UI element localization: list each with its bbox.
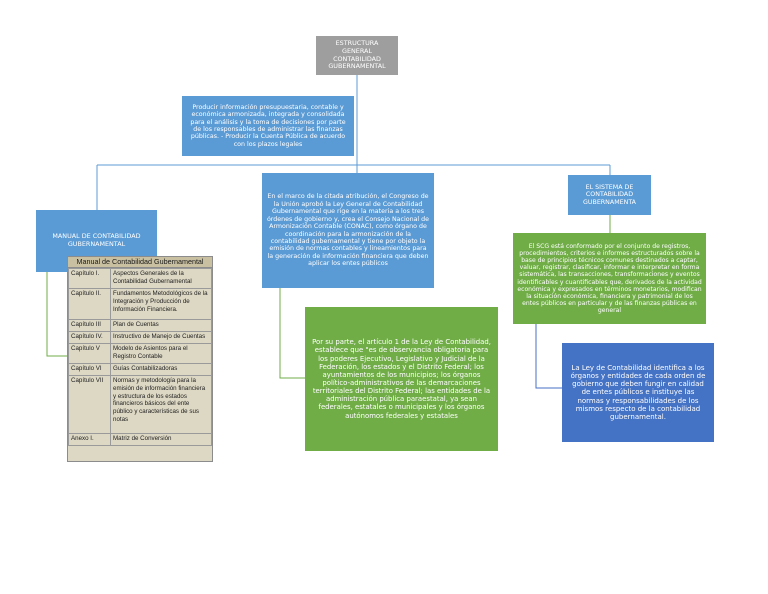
connector-manual-table: [46, 272, 67, 357]
table-cell-chapter: Capítulo VI: [68, 363, 111, 376]
connector-conac-articulo: [279, 288, 305, 379]
node-scg-desc: El SCG está conformado por el conjunto d…: [513, 233, 706, 324]
table-cell-chapter: Capítulo VII: [68, 375, 111, 434]
table-cell-chapter: Capítulo I.: [68, 268, 111, 289]
node-manual-label: MANUAL DE CONTABILIDAD GUBERNAMENTAL: [52, 232, 141, 248]
table-cell-chapter: Capítulo IV.: [68, 331, 111, 344]
table-row: Capítulo I.Aspectos Generales de la Cont…: [68, 268, 212, 289]
table-cell-title: Aspectos Generales de la Contabilidad Gu…: [110, 268, 212, 289]
table-row: Capítulo II.Fundamentos Metodológicos de…: [68, 288, 212, 320]
table-cell-title: Fundamentos Metodológicos de la Integrac…: [110, 288, 212, 320]
table-cell-title: Normas y metodología para la emisión de …: [110, 375, 212, 434]
node-ley-label: La Ley de Contabilidad identifica a los …: [570, 363, 706, 422]
table-row: Capítulo IV.Instructivo de Manejo de Cue…: [68, 331, 212, 344]
table-cell-title: Plan de Cuentas: [110, 319, 212, 332]
node-scg-title: EL SISTEMA DE CONTABILIDAD GUBERNAMENTA: [568, 175, 651, 215]
table-cell-title: Modelo de Asientos para el Registro Cont…: [110, 343, 212, 364]
node-conac-label: En el marco de la citada atribución, el …: [266, 193, 430, 268]
node-articulo-label: Por su parte, el artículo 1 de la Ley de…: [312, 338, 491, 420]
manual-table-image: Manual de Contabilidad Gubernamental Cap…: [67, 256, 213, 462]
table-cell-chapter: Anexo I.: [68, 433, 111, 446]
node-objective: Producir información presupuestaria, con…: [182, 96, 354, 156]
node-articulo: Por su parte, el artículo 1 de la Ley de…: [305, 307, 498, 451]
manual-table-title: Manual de Contabilidad Gubernamental: [68, 257, 212, 268]
table-cell-title: Instructivo de Manejo de Cuentas: [110, 331, 212, 344]
node-conac: En el marco de la citada atribución, el …: [262, 173, 434, 288]
table-cell-title: Matriz de Conversión: [110, 433, 212, 446]
node-root: ESTRUCTURA GENERAL CONTABILIDAD GUBERNAM…: [316, 36, 398, 75]
table-cell-chapter: Capítulo II.: [68, 288, 111, 320]
node-scg-title-label: EL SISTEMA DE CONTABILIDAD GUBERNAMENTA: [583, 183, 636, 206]
table-row: Anexo I.Matriz de Conversión: [68, 433, 212, 446]
table-cell-chapter: Capítulo III: [68, 319, 111, 332]
node-ley: La Ley de Contabilidad identifica a los …: [562, 343, 714, 442]
node-objective-label: Producir información presupuestaria, con…: [190, 103, 346, 148]
connector-scg-ley: [535, 324, 562, 389]
manual-table: Capítulo I.Aspectos Generales de la Cont…: [68, 268, 212, 446]
table-cell-title: Guías Contabilizadoras: [110, 363, 212, 376]
node-root-label: ESTRUCTURA GENERAL CONTABILIDAD GUBERNAM…: [328, 39, 386, 71]
node-scg-desc-label: El SCG está conformado por el conjunto d…: [517, 242, 702, 315]
table-cell-chapter: Capítulo V: [68, 343, 111, 364]
